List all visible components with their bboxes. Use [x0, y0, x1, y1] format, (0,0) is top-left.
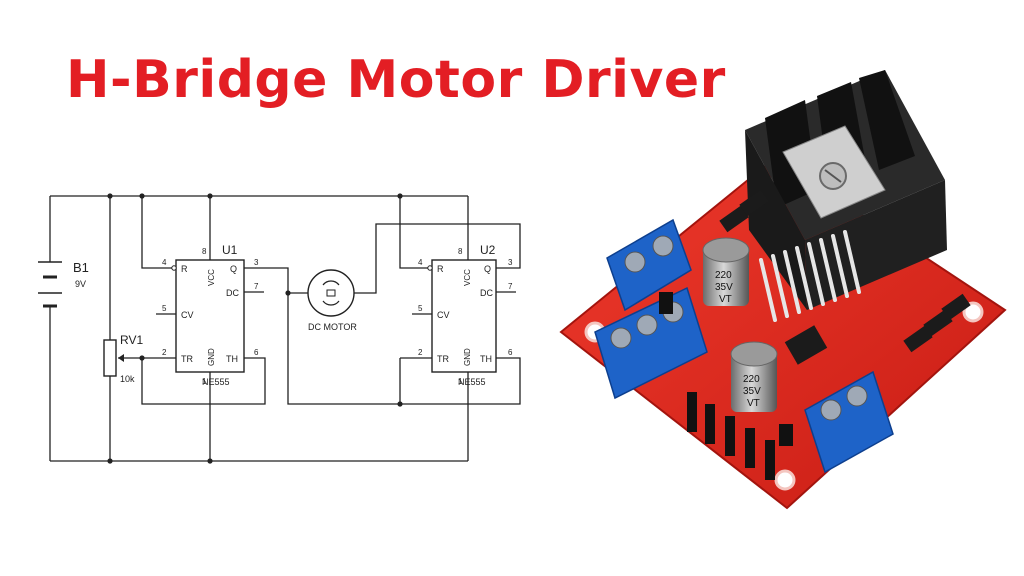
cap-top-series: VT — [719, 294, 732, 305]
l298n-board-illustration: 220 35V VT 220 35V VT — [559, 70, 1007, 510]
u1-pin-vcc: VCC — [207, 269, 216, 286]
u2-num-tr: 2 — [418, 348, 423, 357]
u1-part: NE555 — [202, 377, 230, 387]
u1-pin-th: TH — [226, 354, 238, 364]
cap-top-value: 220 — [715, 270, 732, 281]
junction-dots — [107, 193, 403, 464]
u2-num-q: 3 — [508, 258, 513, 267]
header-pins — [687, 392, 775, 480]
capacitor-bottom: 220 35V VT — [730, 341, 778, 412]
u2-pin-gnd: GND — [463, 348, 472, 366]
jumper-top — [659, 292, 673, 314]
circuit-schematic: B1 9V RV1 10k U1 NE555 R CV TR Q DC TH V… — [38, 193, 521, 464]
u2-pin-dc: DC — [480, 288, 493, 298]
u2-ref: U2 — [480, 243, 496, 257]
pot-ref: RV1 — [120, 333, 143, 347]
u1-num-vcc: 8 — [202, 247, 207, 256]
u1-pin-r: R — [181, 264, 188, 274]
voltage-regulator — [784, 325, 828, 365]
u2-pin-th: TH — [480, 354, 492, 364]
battery-ref: B1 — [73, 260, 89, 275]
potentiometer-wiper — [118, 354, 124, 362]
u2-num-th: 6 — [508, 348, 513, 357]
u1-num-gnd: 1 — [202, 377, 207, 386]
diodes — [719, 189, 971, 353]
chip-u2: U2 NE555 R CV TR Q DC TH VCC GND 4 8 3 7… — [418, 243, 513, 387]
terminal-block-top-left — [606, 218, 692, 312]
u1-num-q: 3 — [254, 258, 259, 267]
u2-num-vcc: 8 — [458, 247, 463, 256]
pot-value: 10k — [120, 374, 135, 384]
driver-chip-pins — [759, 230, 861, 322]
u2-num-dc: 7 — [508, 282, 513, 291]
u2-pin-q: Q — [484, 264, 491, 274]
dc-motor-symbol — [307, 269, 355, 317]
u2-pin-r: R — [437, 264, 444, 274]
u2-num-r: 4 — [418, 258, 423, 267]
u1-pin-q: Q — [230, 264, 237, 274]
u1-num-cv: 5 — [162, 304, 167, 313]
page-title: H-Bridge Motor Driver — [66, 50, 726, 110]
u1-pin-gnd: GND — [207, 348, 216, 366]
terminal-block-left — [594, 286, 708, 400]
u1-pin-tr: TR — [181, 354, 193, 364]
u2-part: NE555 — [458, 377, 486, 387]
battery-symbol — [38, 261, 62, 308]
motor-label: DC MOTOR — [308, 322, 357, 332]
u2-num-gnd: 1 — [458, 377, 463, 386]
cap-top-voltage: 35V — [715, 282, 733, 293]
schematic-wires — [49, 195, 521, 462]
jumper-bottom — [779, 424, 793, 446]
u2-pin-vcc: VCC — [463, 269, 472, 286]
terminal-block-right — [804, 370, 894, 474]
cap-bottom-voltage: 35V — [743, 386, 761, 397]
u1-num-dc: 7 — [254, 282, 259, 291]
u1-pin-dc: DC — [226, 288, 239, 298]
u2-num-cv: 5 — [418, 304, 423, 313]
u1-num-r: 4 — [162, 258, 167, 267]
battery-value: 9V — [75, 279, 86, 289]
potentiometer-symbol — [103, 339, 117, 377]
u1-num-tr: 2 — [162, 348, 167, 357]
u1-num-th: 6 — [254, 348, 259, 357]
u2-pin-tr: TR — [437, 354, 449, 364]
cap-bottom-series: VT — [747, 398, 760, 409]
cap-bottom-value: 220 — [743, 374, 760, 385]
u1-ref: U1 — [222, 243, 238, 257]
capacitor-top: 220 35V VT — [702, 237, 750, 306]
u2-pin-cv: CV — [437, 310, 450, 320]
u1-pin-cv: CV — [181, 310, 194, 320]
chip-u1: U1 NE555 R CV TR Q DC TH VCC GND 4 8 3 7… — [162, 243, 259, 387]
